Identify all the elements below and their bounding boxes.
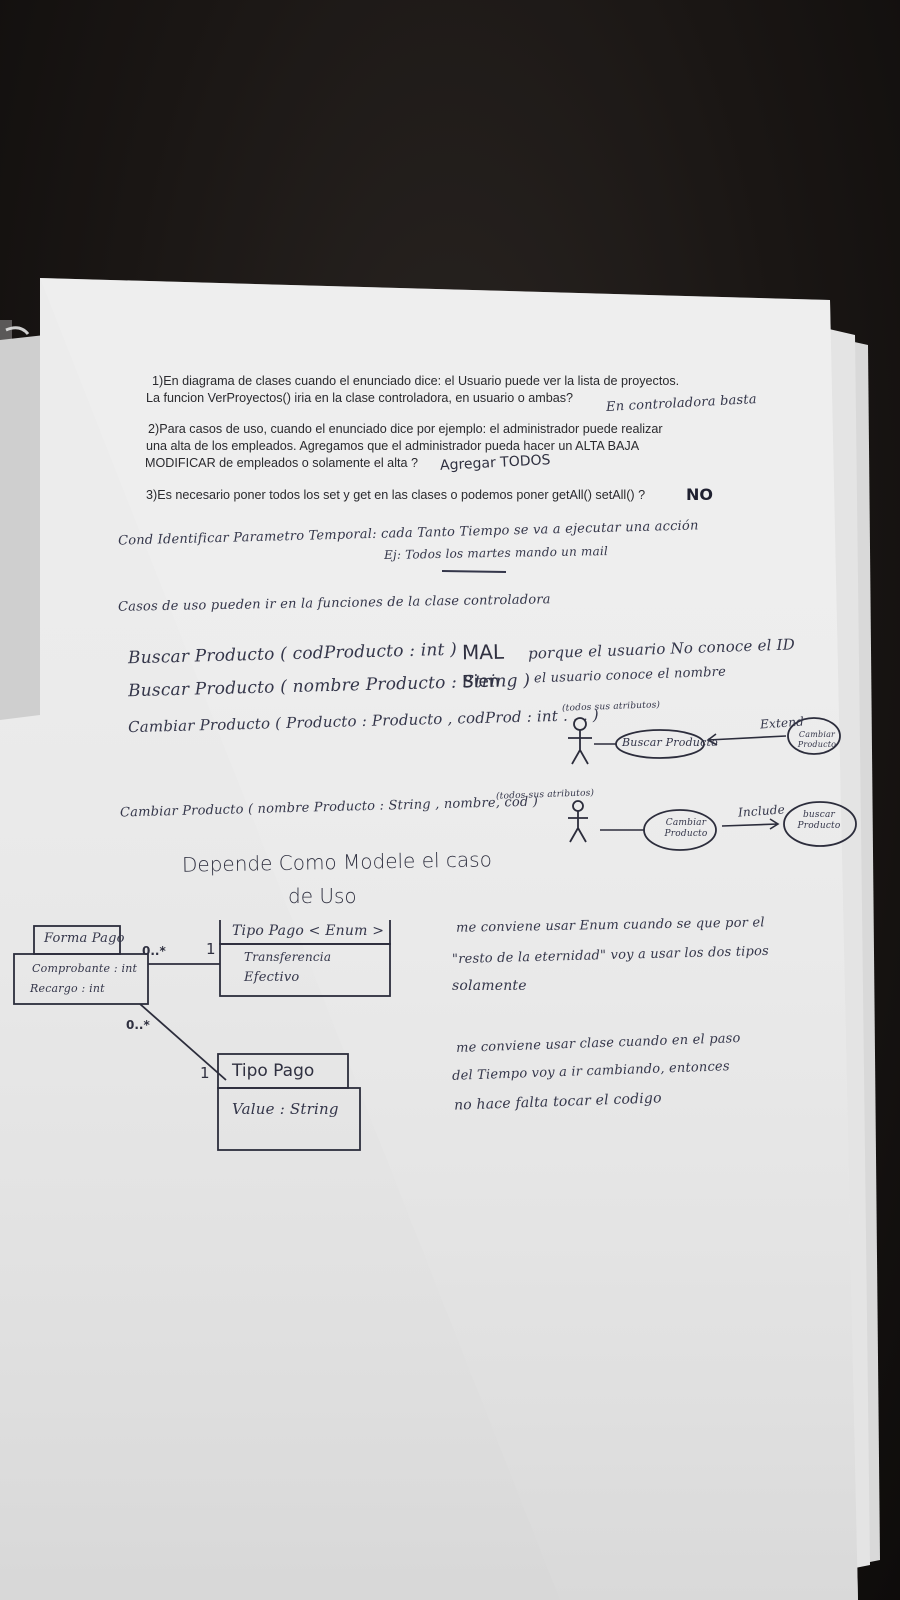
question-2-line-2: una alta de los empleados. Agregamos que… bbox=[146, 439, 640, 453]
class-diagram bbox=[13, 920, 391, 1151]
tipo-pago-enum-attr-1: Transferencia bbox=[244, 950, 332, 964]
forma-pago-attr-2: Recargo : int bbox=[30, 982, 105, 995]
multiplicity-class-left: 0..* bbox=[126, 1018, 150, 1032]
use-case-cambiar-ext bbox=[787, 717, 841, 755]
tipo-pago-enum-name: Tipo Pago < Enum > bbox=[232, 923, 385, 939]
enum-note-line-3: solamente bbox=[452, 978, 527, 994]
question-1-line-1: 1)En diagrama de clases cuando el enunci… bbox=[152, 374, 680, 388]
tipo-pago-enum-attr-box bbox=[219, 943, 391, 997]
mal-label: MAL bbox=[461, 639, 505, 665]
association-class bbox=[139, 1003, 227, 1081]
multiplicity-class-right: 1 bbox=[200, 1064, 210, 1082]
tipo-pago-class-attr-box bbox=[217, 1087, 361, 1151]
question-2-line-1: 2)Para casos de uso, cuando el enunciado… bbox=[148, 422, 663, 436]
depende-line-2: de Uso bbox=[288, 884, 357, 908]
use-case-buscar-label: Buscar Producto bbox=[622, 736, 718, 749]
use-case-buscar-inc bbox=[783, 801, 857, 847]
multiplicity-enum-right: 1 bbox=[206, 940, 216, 958]
include-arrow bbox=[721, 818, 780, 830]
tipo-pago-enum-attr-2: Efectivo bbox=[244, 970, 300, 985]
extend-arrow bbox=[706, 733, 787, 746]
underline-stroke bbox=[441, 570, 507, 573]
tipo-pago-class-attr-1: Value : String bbox=[232, 1100, 339, 1118]
use-case-buscar bbox=[615, 729, 705, 759]
forma-pago-attr-box bbox=[13, 953, 149, 1005]
bien-label: Bien bbox=[461, 671, 500, 693]
forma-pago-name: Forma Pago bbox=[44, 931, 125, 946]
use-case-diagram-extend bbox=[568, 717, 841, 765]
question-2-line-3: MODIFICAR de empleados o solamente el al… bbox=[145, 456, 418, 470]
tipo-pago-class-name: Tipo Pago bbox=[232, 1061, 315, 1081]
actor-figure-1 bbox=[568, 717, 592, 765]
answer-3: NO bbox=[686, 485, 713, 504]
question-3: 3)Es necesario poner todos los set y get… bbox=[146, 488, 646, 502]
question-1-line-2: La funcion VerProyectos() iria en la cla… bbox=[146, 391, 574, 405]
use-case-cambiar-label: Cambiar Producto bbox=[664, 818, 708, 839]
use-case-diagram-include bbox=[568, 800, 857, 851]
actor-figure-2 bbox=[568, 800, 588, 843]
use-case-cambiar bbox=[643, 809, 717, 851]
use-case-cambiar-ext-label: Cambiar Producto bbox=[797, 730, 837, 749]
multiplicity-enum-left: 0..* bbox=[142, 944, 166, 958]
forma-pago-attr-1: Comprobante : int bbox=[32, 962, 138, 975]
use-case-buscar-inc-label: buscar Producto bbox=[797, 810, 841, 831]
